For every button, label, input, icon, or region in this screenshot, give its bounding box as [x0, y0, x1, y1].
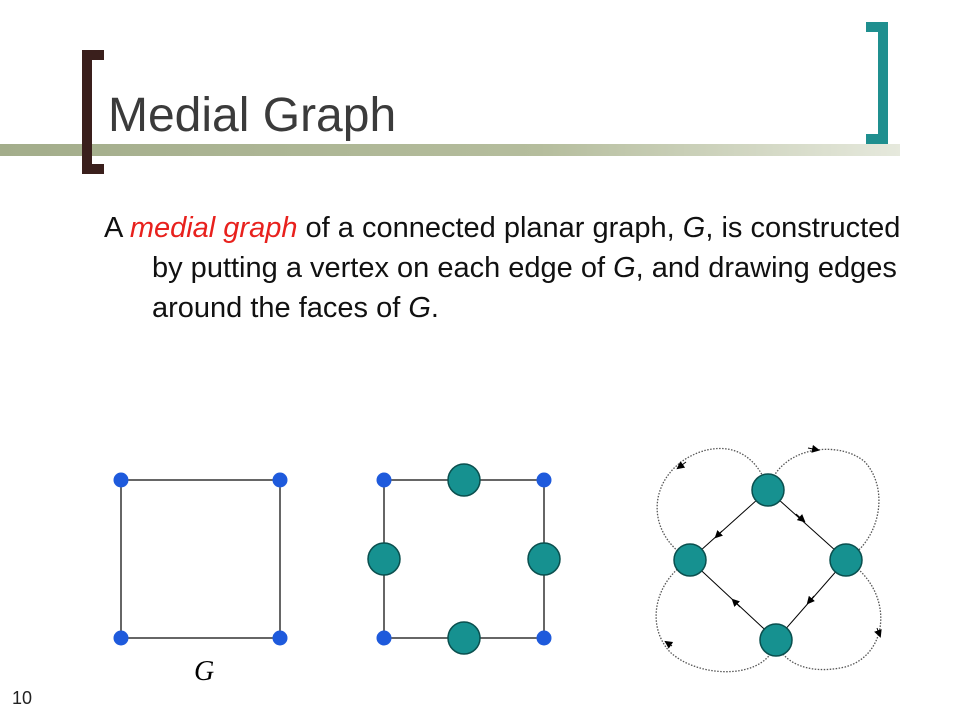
body-text-part: , is constructed by putting a vertex on …: [152, 212, 901, 284]
graph-vertex: [272, 472, 288, 488]
medial-vertex: [759, 623, 793, 657]
medial-vertex: [447, 463, 481, 497]
slide-number: 10: [12, 688, 33, 708]
graph-vertex: [536, 472, 552, 488]
body-text-part: .: [430, 292, 439, 324]
header-accent-bar: [0, 144, 900, 156]
graph-g-square: [113, 472, 288, 646]
graph-vertex: [376, 472, 392, 488]
highlighted-term: medial graph: [129, 212, 298, 244]
medial-vertex: [447, 621, 481, 655]
figure-label-g: G: [194, 656, 215, 687]
left-bracket: [82, 50, 92, 174]
medial-vertex: [527, 542, 561, 576]
graph-vertex: [536, 630, 552, 646]
graph-with-edge-vertices: [367, 463, 561, 655]
left-bracket-bottom: [82, 164, 104, 174]
graph-vertex: [113, 472, 129, 488]
medial-vertex: [751, 473, 785, 507]
slide-body-text: A medial graph of a connected planar gra…: [104, 208, 932, 328]
medial-vertex: [673, 543, 707, 577]
graph-symbol: G: [682, 212, 706, 244]
graph-vertex: [272, 630, 288, 646]
graph-symbol: G: [408, 292, 431, 324]
body-text-part: of a connected planar graph,: [297, 212, 683, 244]
right-bracket-bottom: [866, 134, 888, 144]
medial-vertex: [367, 542, 401, 576]
graph-vertex: [376, 630, 392, 646]
graph-vertex: [113, 630, 129, 646]
body-text-part: A: [104, 212, 130, 244]
slide-title: Medial Graph: [108, 89, 397, 142]
medial-vertex: [829, 543, 863, 577]
right-bracket-top: [866, 22, 888, 32]
graph-symbol: G: [613, 252, 636, 284]
medial-graph: [655, 444, 882, 673]
body-text-part: , and drawing edges around the faces of: [152, 252, 897, 324]
right-bracket: [878, 22, 888, 144]
left-bracket-top: [82, 50, 104, 60]
